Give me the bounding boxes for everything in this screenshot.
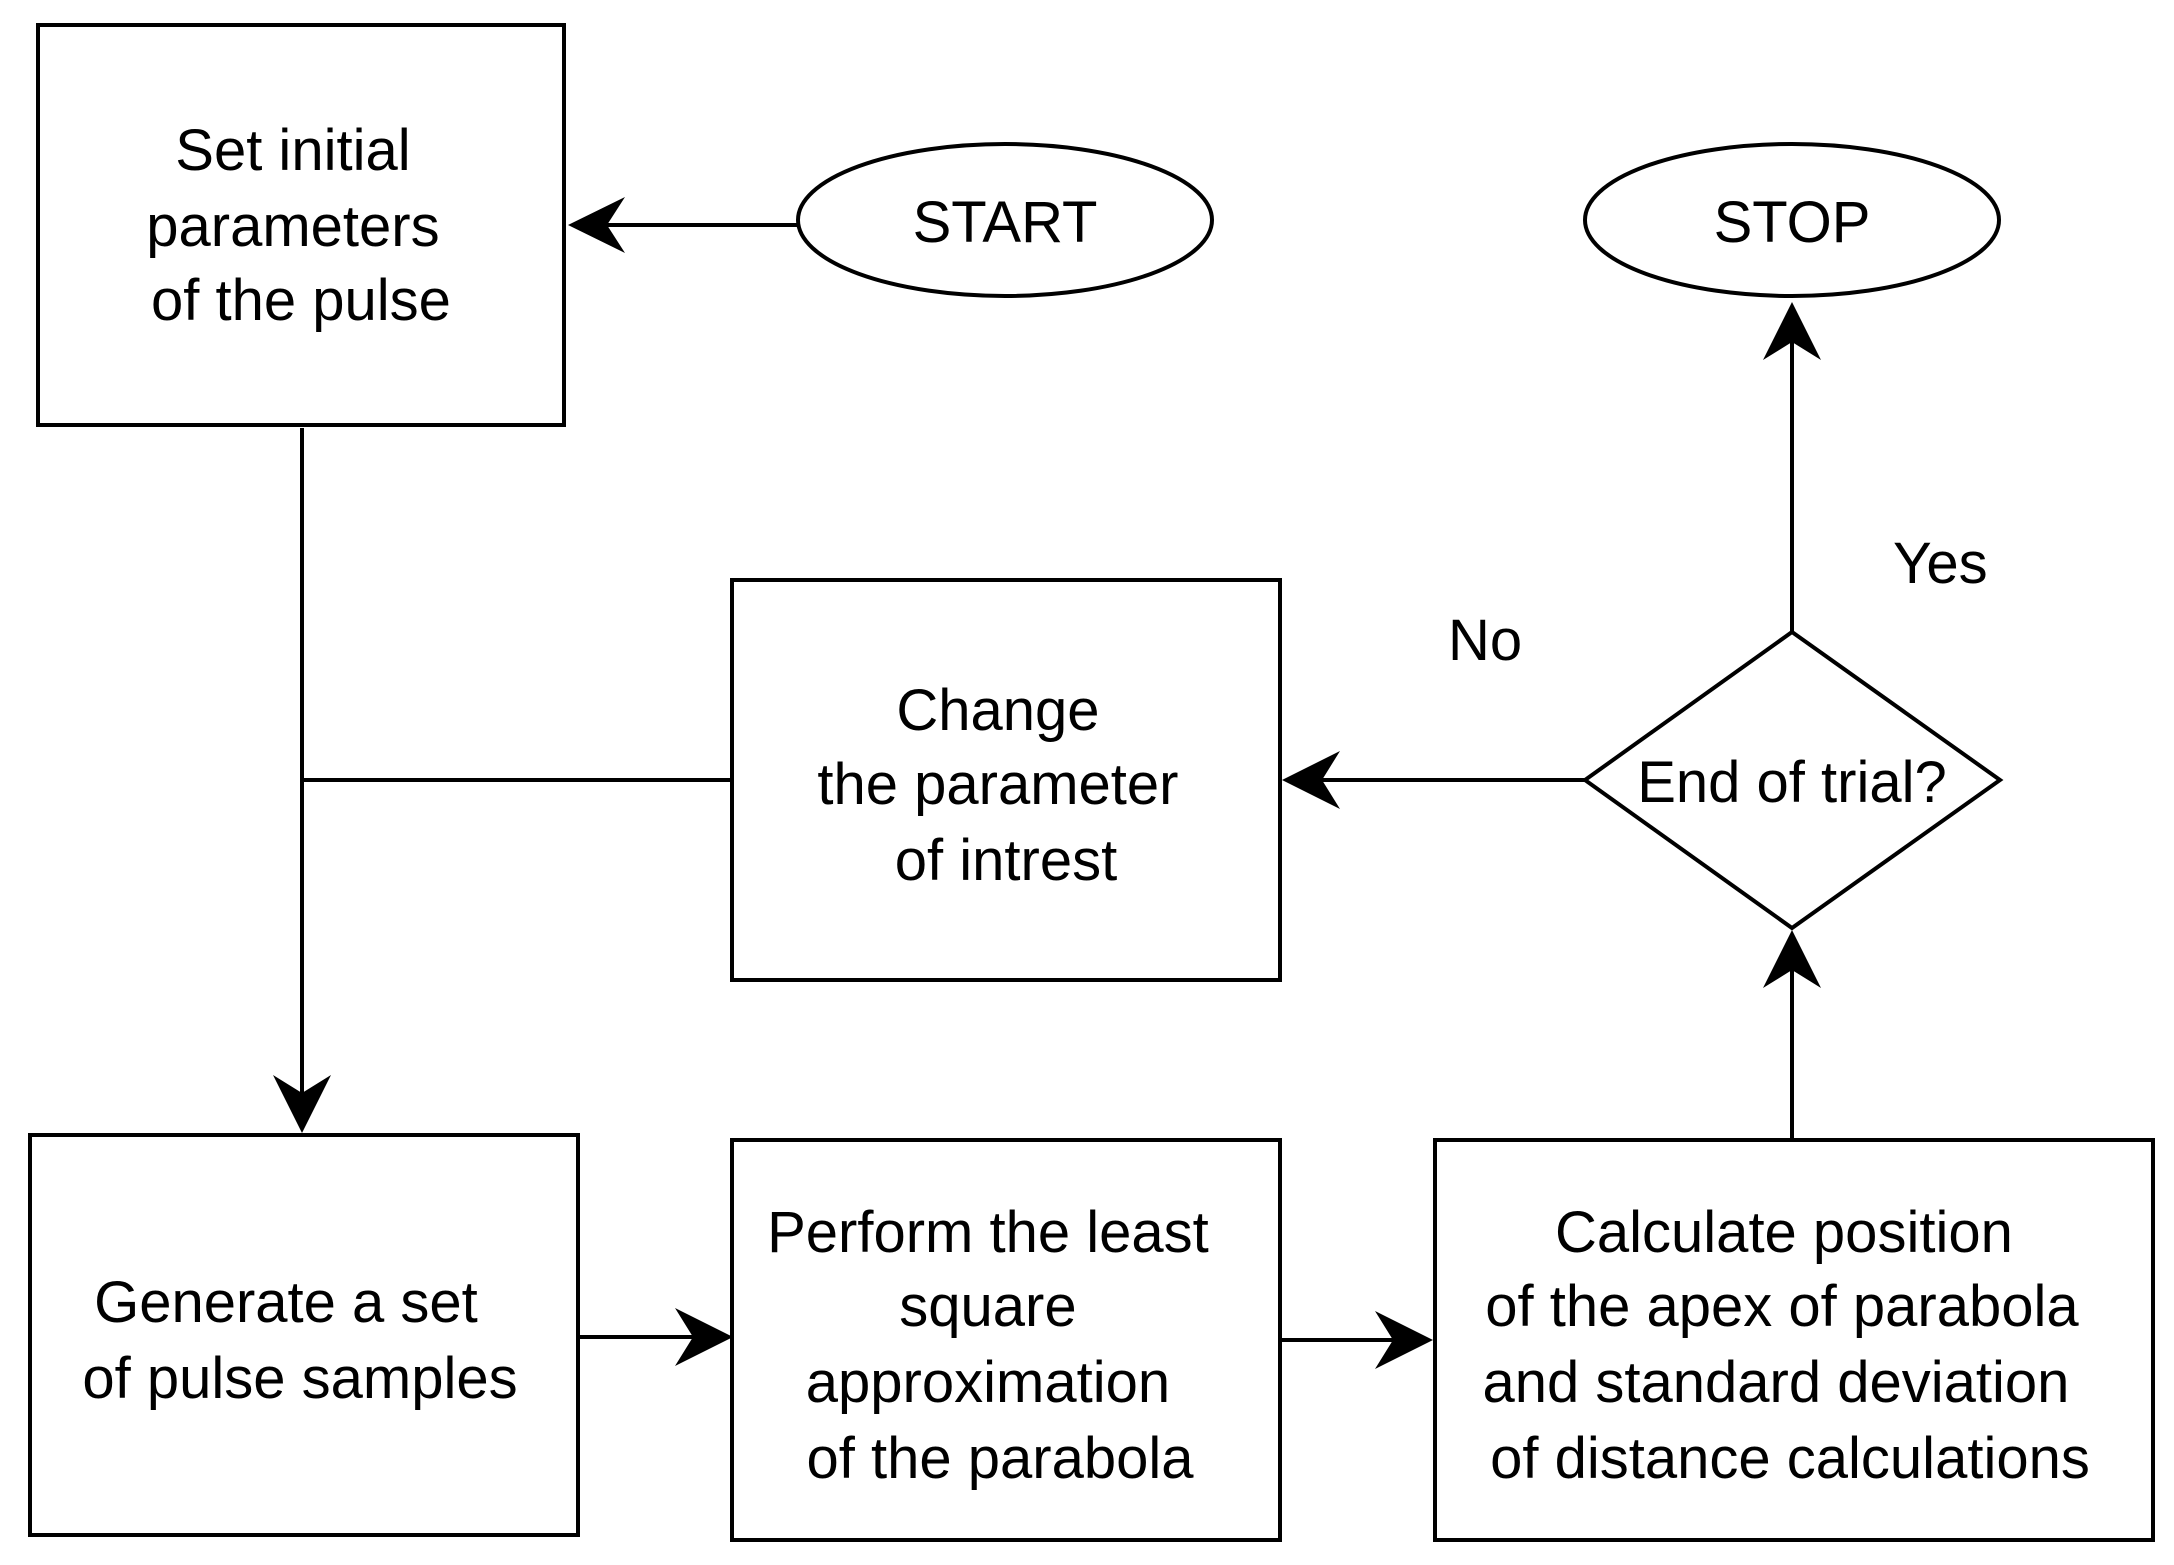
calculate-line-2: of the apex of parabola [1485,1274,2079,1339]
node-decision: End of trial? [1581,629,2004,931]
least-square-line-4: of the parabola [807,1426,1195,1491]
node-set-params: Set initial parameters of the pulse [36,23,566,427]
node-change-param: Change the parameter of intrest [730,578,1282,982]
least-square-box [730,1138,1282,1542]
arrowhead-generate [273,1075,331,1133]
set-params-line-1: Set initial [175,118,410,183]
generate-box [28,1133,580,1537]
set-params-line-3: of the pulse [151,268,451,333]
decision-label: End of trial? [1637,750,1947,815]
arrowhead-change-param [1282,751,1340,809]
node-stop: STOP [1583,142,2001,298]
node-start: START [796,142,1214,298]
least-square-line-3: approximation [806,1350,1170,1415]
calculate-line-3: and standard deviation [1482,1350,2069,1415]
set-params-line-2: parameters [146,194,439,259]
svg-text:Perform the least square: Perform the least square approximation o… [767,1200,1225,1491]
calculate-box [1433,1138,2155,1542]
stop-label: STOP [1714,190,1871,255]
start-terminal [796,142,1214,298]
svg-text:Set initial parameters: Set initial parameters of the pulse [146,118,455,333]
calculate-line-1: Calculate position [1555,1200,2013,1265]
generate-line-2: of pulse samples [82,1346,517,1411]
set-params-box [36,23,566,427]
arrowhead-set-params [568,197,625,253]
least-square-line-1: Perform the least [767,1200,1209,1265]
arrowhead-stop [1763,302,1821,360]
stop-terminal [1583,142,2001,298]
change-param-line-1: Change [896,678,1099,743]
edge-label-yes: Yes [1893,531,1988,596]
svg-text:Generate a set of pulse: Generate a set of pulse samples [82,1270,517,1411]
svg-text:Change the parameter: Change the parameter of intrest [817,678,1194,893]
arrowhead-calculate [1375,1311,1433,1369]
connectors [273,197,1821,1369]
change-param-box [730,578,1282,982]
arrowhead-least-square [675,1308,733,1366]
generate-line-1: Generate a set [94,1270,478,1335]
calculate-line-4: of distance calculations [1490,1426,2090,1491]
start-label: START [913,190,1098,255]
arrowhead-decision [1763,930,1821,988]
svg-text:Calculate position of th: Calculate position of the apex of parabo… [1482,1200,2094,1491]
node-least-square: Perform the least square approximation o… [730,1138,1282,1542]
least-square-line-2: square [899,1274,1076,1339]
node-calculate: Calculate position of the apex of parabo… [1433,1138,2155,1542]
edge-label-no: No [1448,608,1522,673]
node-generate: Generate a set of pulse samples [28,1133,580,1537]
decision-diamond [1581,629,2004,931]
change-param-line-3: of intrest [895,828,1117,893]
change-param-line-2: the parameter [817,752,1178,817]
